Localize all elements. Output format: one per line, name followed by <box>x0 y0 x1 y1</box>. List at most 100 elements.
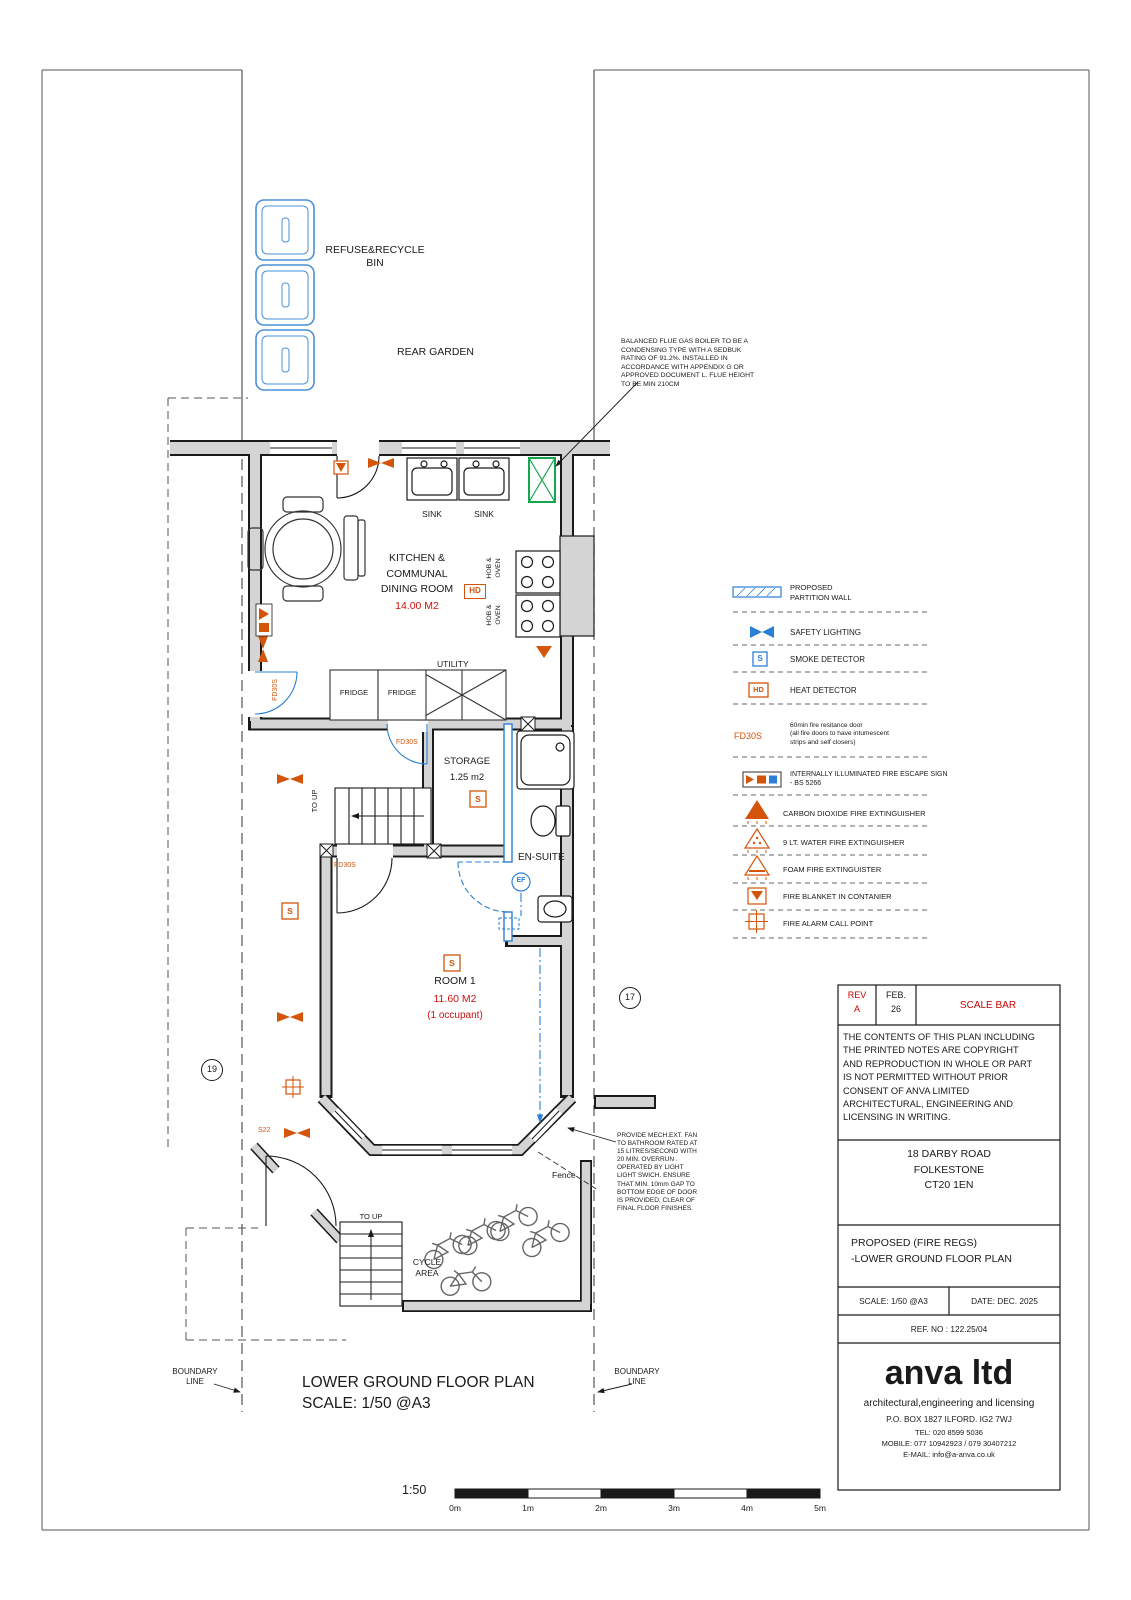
refuse-bin-label: REFUSE&RECYCLE BIN <box>325 244 425 270</box>
to-up-label-1: TO UP <box>310 789 319 813</box>
section-marker-17: 17 <box>624 992 635 1002</box>
area-label-kitchen: 14.00 M2 <box>395 600 439 612</box>
scale-tick-4: 4m <box>741 1503 753 1513</box>
leader-lines <box>213 381 639 1394</box>
revision-label: REV A <box>847 990 867 1014</box>
boundary-lines <box>167 70 595 1412</box>
legend-symbol-heat: HD <box>753 685 764 694</box>
call-point-symbol <box>282 1076 304 1098</box>
refuse-bins <box>255 199 315 391</box>
bicycles <box>417 1197 573 1298</box>
scale-tick-5: 5m <box>814 1503 826 1513</box>
to-up-label-2: TO UP <box>359 1212 383 1221</box>
scale-ratio-label: 1:50 <box>402 1483 427 1497</box>
company-email: E-MAIL: info@a-anva.co.uk <box>903 1450 995 1459</box>
scale-tick-1: 1m <box>522 1503 534 1513</box>
revision-date: FEB. 26 <box>885 990 906 1014</box>
extract-duct <box>520 893 544 1124</box>
plan-scale-label: SCALE: 1/50 @A3 <box>302 1395 431 1412</box>
smoke-detector-marker-2: S <box>449 958 455 968</box>
plan-title: LOWER GROUND FLOOR PLAN <box>302 1374 535 1391</box>
area-label-storage: 1.25 m2 <box>449 772 485 783</box>
scale-tick-2: 2m <box>595 1503 607 1513</box>
toilet <box>530 805 571 837</box>
mech-fan-note: PROVIDE MECH.EXT. FAN TO BATHROOM RATED … <box>617 1132 698 1212</box>
date-value: DATE: DEC. 2025 <box>971 1296 1038 1306</box>
legend-label-smoke: SMOKE DETECTOR <box>790 655 865 664</box>
title-block-grid <box>837 984 1061 1491</box>
project-title: PROPOSED (FIRE REGS) -LOWER GROUND FLOOR… <box>851 1237 1013 1265</box>
site-address: 18 DARBY ROAD FOLKESTONE CT20 1EN <box>907 1148 991 1191</box>
scale-tick-3: 3m <box>668 1503 680 1513</box>
section-marker-19: 19 <box>206 1064 217 1074</box>
scale-bar <box>454 1488 821 1499</box>
legend-label-fire-door: 60min fire resitance door (all fire door… <box>790 722 889 746</box>
legend-label-heat: HEAT DETECTOR <box>790 686 857 695</box>
company-tel: TEL: 020 8599 5036 <box>915 1428 983 1437</box>
reference-number: REF. NO : 122.25/04 <box>910 1324 988 1334</box>
chimney-breast <box>559 535 595 637</box>
fence-label: Fence <box>552 1170 576 1180</box>
scale-bar-title: SCALE BAR <box>959 1000 1017 1011</box>
legend-label-alarm: FIRE ALARM CALL POINT <box>783 919 874 928</box>
fire-door-label-room1: FD30S <box>334 862 356 869</box>
smoke-detector-marker-1: S <box>287 906 293 916</box>
room-label-room1: ROOM 1 <box>434 975 476 987</box>
fire-door-label-storage: FD30S <box>396 739 418 746</box>
legend-label-co2: CARBON DIOXIDE FIRE EXTINGUISHER <box>783 809 926 818</box>
boiler <box>528 457 556 503</box>
section-markers <box>201 987 641 1081</box>
sink-units <box>406 457 510 501</box>
hob-oven-label-1: HOB & OVEN <box>486 557 502 579</box>
boiler-note: BALANCED FLUE GAS BOILER TO BE A CONDENS… <box>621 338 755 388</box>
legend-label-blanket: FIRE BLANKET IN CONTANIER <box>783 892 892 901</box>
basin <box>537 895 573 923</box>
windows <box>270 442 563 1155</box>
hob-oven-units <box>515 550 561 638</box>
heat-detector-marker: HD <box>464 584 486 599</box>
fridge-label-2: FRIDGE <box>387 688 417 697</box>
drawing-frame <box>41 69 1090 1531</box>
fire-blanket-symbol <box>333 460 349 475</box>
door-swings <box>254 455 509 1227</box>
occupancy-label-room1: (1 occupant) <box>427 1010 483 1021</box>
utility-unit <box>417 669 507 721</box>
company-mobile: MOBILE: 077 10942923 / 079 30407212 <box>881 1439 1017 1448</box>
legend-label-safety-lighting: SAFETY LIGHTING <box>790 628 861 637</box>
fence-line <box>537 1151 599 1191</box>
rear-garden-label: REAR GARDEN <box>397 346 475 358</box>
shower-tray <box>516 730 575 790</box>
extract-fan-marker: EF <box>516 877 526 884</box>
legend-symbol-smoke: S <box>757 654 763 663</box>
fire-door-label-left: FD30S <box>272 679 279 701</box>
stairs-lower <box>339 1221 403 1307</box>
door-openings <box>246 439 428 859</box>
ef-circle <box>511 872 531 892</box>
stairs-upper <box>334 787 432 845</box>
legend-label-foam: FOAM FIRE EXTINGUISTER <box>783 865 882 874</box>
sink-label-2: SINK <box>474 509 494 519</box>
company-pobox: P.O. BOX 1827 ILFORD. IG2 7WJ <box>886 1414 1012 1424</box>
scale-value: SCALE: 1/50 @A3 <box>859 1296 928 1306</box>
sink-label-1: SINK <box>422 509 442 519</box>
legend-label-water: 9 LT. WATER FIRE EXTINGUISHER <box>783 838 905 847</box>
smoke-detector-marker-3: S <box>475 794 481 804</box>
utility-label: UTILITY <box>437 659 469 669</box>
legend-symbol-fire-door: FD30S <box>734 731 763 741</box>
room-label-ensuite: EN-SUITE <box>518 852 565 863</box>
area-label-room1: 11.60 M2 <box>433 993 477 1005</box>
boundary-label-left: BOUNDARY LINE <box>172 1367 218 1386</box>
boundary-label-right: BOUNDARY LINE <box>614 1367 660 1386</box>
s22-label: S22 <box>258 1127 271 1134</box>
room-label-storage: STORAGE <box>443 756 491 767</box>
vent-grille <box>498 917 520 930</box>
fridge-label-1: FRIDGE <box>339 688 369 697</box>
room-label-kitchen: KITCHEN & COMMUNAL DINING ROOM <box>380 552 454 595</box>
dining-table <box>247 496 366 602</box>
scale-tick-0: 0m <box>449 1503 461 1513</box>
legend-label-escape-sign: INTERNALLY ILLUMINATED FIRE ESCAPE SIGN … <box>790 771 948 788</box>
cycle-area-label: CYCLE AREA <box>412 1257 442 1278</box>
fridge-units <box>329 669 427 721</box>
copyright-note: THE CONTENTS OF THIS PLAN INCLUDING THE … <box>843 1032 1035 1123</box>
